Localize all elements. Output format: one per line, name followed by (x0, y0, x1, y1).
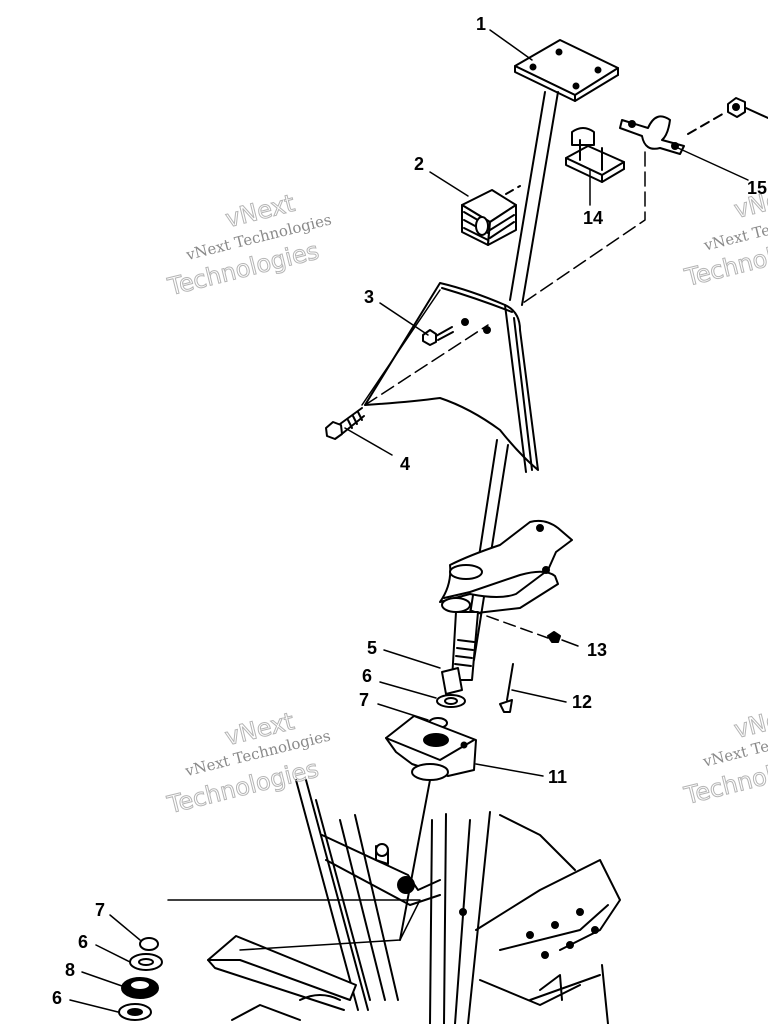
bushing-block (461, 185, 521, 246)
steering-block (385, 715, 477, 941)
watermark-upper-left: vNext vNext Technologies Technologies (164, 189, 333, 302)
callout-8: 8 (65, 960, 75, 980)
screw-3 (422, 326, 454, 346)
watermark-lower-right: vNext vNext Technologies Technologies (680, 699, 768, 810)
callout-13: 13 (587, 640, 607, 660)
bearing-8 (121, 977, 159, 999)
frame (167, 779, 621, 1024)
column-cover (361, 282, 539, 473)
callout-1: 1 (476, 14, 486, 34)
bolt-4 (325, 407, 365, 440)
bushing-holder (565, 127, 625, 183)
callout-7: 7 (359, 690, 369, 710)
lower-washer-6b (118, 1003, 152, 1021)
callout-7-lower: 7 (95, 900, 105, 920)
callout-6: 6 (362, 666, 372, 686)
lower-o-ring-7 (139, 937, 159, 951)
callout-6-lower-a: 6 (78, 932, 88, 952)
leader-lines (69, 29, 749, 1013)
callout-labels: 1 2 3 4 5 6 7 11 12 13 14 15 7 6 8 6 (52, 14, 767, 1008)
lower-shaft (441, 611, 479, 695)
screw-13 (547, 631, 579, 647)
steering-clamp (519, 97, 768, 306)
pin-12 (499, 663, 514, 713)
callout-4: 4 (400, 454, 410, 474)
callout-5: 5 (367, 638, 377, 658)
column-bracket (439, 519, 573, 639)
callout-6-lower-b: 6 (52, 988, 62, 1008)
callout-11: 11 (548, 767, 567, 787)
callout-2: 2 (414, 154, 424, 174)
callout-3: 3 (364, 287, 374, 307)
callout-15: 15 (747, 178, 767, 198)
callout-14: 14 (583, 208, 603, 228)
callout-12: 12 (572, 692, 592, 712)
lower-washer-6a (129, 953, 163, 971)
washer-6-upper (436, 694, 466, 708)
